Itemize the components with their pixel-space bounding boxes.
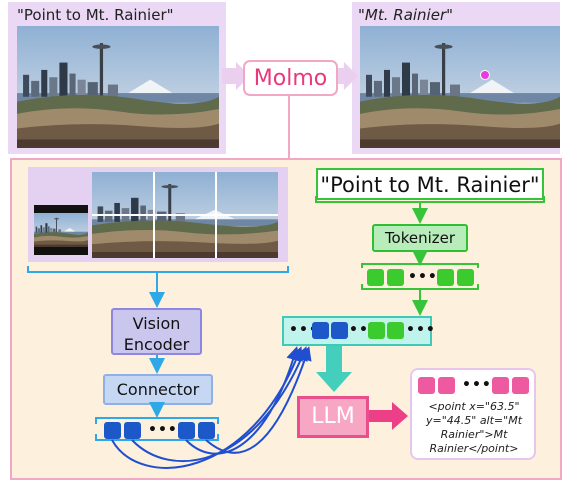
arrow-molmo-to-output [336, 62, 358, 90]
vision-encoder-box: Vision Encoder [111, 308, 202, 355]
text-token-ellipsis: ••• [408, 269, 438, 285]
combined-image-token [312, 322, 329, 339]
text-token-bracket-bottom [361, 284, 479, 290]
llm-box: LLM [297, 396, 369, 438]
point-marker [480, 70, 490, 80]
image-token [104, 422, 121, 439]
combined-image-token [331, 322, 348, 339]
crop-grid-image [92, 172, 278, 258]
output-text-line: y="44.5" alt="Mt [425, 414, 523, 427]
combined-text-token [368, 322, 385, 339]
arrow-strip-to-llm [316, 346, 352, 392]
quote-open: " [358, 6, 365, 24]
vision-encoder-line1: Vision [132, 314, 181, 333]
answer-text: Mt. Rainier [364, 6, 447, 24]
quote-close: " [446, 6, 454, 24]
thumbnail-image [34, 205, 88, 255]
output-text-line: <point x="63.5" [428, 400, 520, 413]
prompt-text-box: "Point to Mt. Rainier" [316, 168, 544, 200]
image-token-ellipsis: ••• [148, 422, 178, 438]
output-image [360, 26, 560, 148]
prompt-bracket [315, 196, 545, 203]
text-token [457, 269, 474, 286]
output-ellipsis: ••• [462, 377, 492, 393]
curve-arrow [111, 346, 303, 469]
output-token [512, 377, 529, 394]
combined-token-strip [282, 316, 432, 346]
output-token [492, 377, 509, 394]
image-token [124, 422, 141, 439]
combined-text-token [387, 322, 404, 339]
combined-ellipsis-left: ••• [289, 322, 319, 338]
text-token [437, 269, 454, 286]
image-token [198, 422, 215, 439]
output-answer-label: "Mt. Rainier" [358, 6, 453, 24]
text-token-bracket [361, 263, 479, 268]
output-point-text: <point x="63.5" y="44.5" alt="Mt Rainier… [414, 400, 534, 456]
curve-arrow [131, 346, 308, 463]
crop-line-h1 [92, 214, 278, 216]
image-token-bracket-top [95, 417, 219, 424]
vision-encoder-line2: Encoder [123, 335, 190, 354]
curve-arrow [185, 346, 300, 455]
image-bracket [27, 266, 289, 273]
curve-arrow [205, 346, 312, 454]
output-token [418, 377, 435, 394]
connector-box: Connector [103, 374, 213, 405]
molmo-label: Molmo [243, 60, 338, 96]
output-text-line: Rainier">Mt [440, 428, 508, 441]
combined-ellipsis-right: ••• [406, 322, 436, 338]
output-text-line: Rainier</point> [429, 442, 519, 455]
input-prompt-label: "Point to Mt. Rainier" [17, 6, 174, 24]
image-token-bracket [95, 434, 219, 441]
output-token [438, 377, 455, 394]
output-box: ••• <point x="63.5" y="44.5" alt="Mt Rai… [410, 368, 536, 460]
text-token [387, 269, 404, 286]
arrow-llm-to-output [369, 402, 408, 430]
image-token [178, 422, 195, 439]
text-token [367, 269, 384, 286]
